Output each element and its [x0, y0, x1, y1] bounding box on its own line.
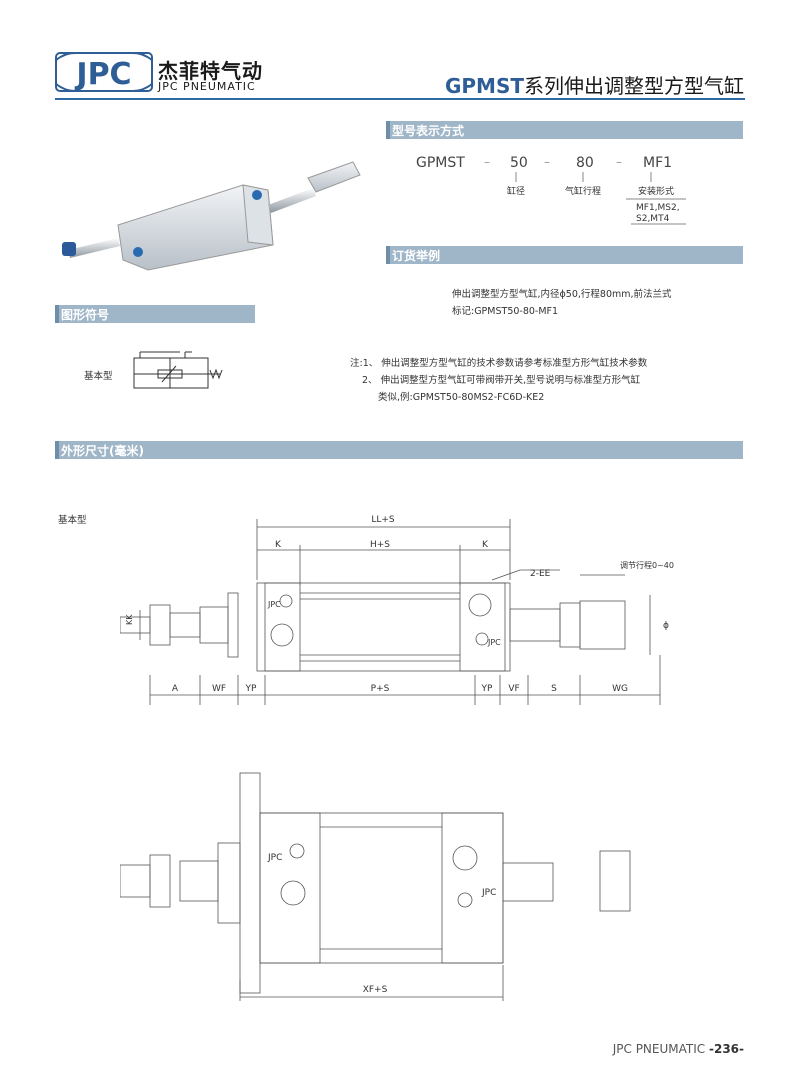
stamp-jpc-bottom-right: JPC: [481, 888, 496, 898]
order-line-1: 伸出调整型方型气缸,内径ϕ50,行程80mm,前法兰式: [452, 289, 672, 300]
order-line-2: 标记:GPMST50-80-MF1: [452, 306, 559, 317]
note-line-1: 注:1、 伸出调整型方型气缸的技术参数请参考标准型方形气缸技术参数: [350, 358, 648, 369]
svg-text:JPC: JPC: [74, 57, 131, 92]
label-bore: 缸径: [507, 185, 525, 197]
page-footer: JPC PNEUMATIC -236-: [613, 1042, 744, 1056]
model-notation-diagram: GPMST – 50 – 80 – MF1 缸径 气缸行程 安装形式 MF1,M…: [416, 155, 686, 225]
label-stroke: 气缸行程: [565, 185, 601, 197]
dim-phi: ϕ: [663, 621, 669, 631]
notation-series: GPMST: [416, 155, 465, 171]
dimensions-basic-label: 基本型: [58, 515, 87, 526]
mount-options-2: S2,MT4: [636, 214, 670, 224]
dim-S: S: [551, 684, 557, 694]
brand-name-en: JPC PNEUMATIC: [158, 80, 256, 93]
jpc-logo: JPC: [55, 52, 153, 92]
section-bar-model: 型号表示方式: [386, 121, 743, 139]
dim-YP-left: YP: [245, 684, 257, 694]
notation-mount: MF1: [643, 155, 672, 171]
stamp-jpc-right: JPC: [487, 638, 501, 647]
svg-text:–: –: [544, 155, 550, 169]
dim-K-left: K: [275, 540, 282, 550]
svg-text:–: –: [616, 155, 622, 169]
section-bar-dimensions: 外形尺寸(毫米): [55, 441, 743, 459]
dim-XF: XF+S: [363, 985, 388, 995]
page-title: GPMST系列伸出调整型方型气缸: [445, 70, 744, 99]
dim-KK: KK: [125, 614, 134, 625]
brand-name-cn: 杰菲特气动: [158, 59, 263, 83]
order-example-text: 伸出调整型方型气缸,内径ϕ50,行程80mm,前法兰式 标记:GPMST50-8…: [452, 286, 672, 320]
dim-WF: WF: [212, 684, 226, 694]
label-mount: 安装形式: [638, 185, 674, 197]
note-line-2: 2、 伸出调整型方型气缸可带阀带开关,型号说明与标准型方形气缸: [362, 375, 641, 386]
dim-LL: LL+S: [371, 515, 395, 525]
footer-brand: JPC PNEUMATIC: [612, 1042, 706, 1056]
section-bar-symbol: 图形符号: [55, 305, 255, 323]
stamp-jpc-left: JPC: [267, 600, 281, 609]
drawing-side-view: LL+S K H+S K 2-EE 调节行程0~40 KK ϕ A WF YP …: [120, 515, 674, 705]
notation-bore: 50: [510, 155, 528, 171]
drawing-flange-view: XF+S JPC JPC: [120, 772, 631, 1001]
dim-A: A: [172, 684, 179, 694]
dim-VF: VF: [508, 684, 519, 694]
section-bar-order: 订货举例: [386, 246, 743, 264]
dim-P: P+S: [371, 684, 390, 694]
dim-EE: 2-EE: [530, 569, 551, 579]
symbol-basic-label: 基本型: [84, 371, 113, 382]
dim-K-right: K: [482, 540, 489, 550]
dim-YP-right: YP: [481, 684, 493, 694]
product-photo: [58, 150, 378, 275]
title-description: 系列伸出调整型方型气缸: [524, 74, 744, 98]
pneumatic-symbol: [133, 351, 223, 389]
stamp-jpc-bottom-left: JPC: [267, 853, 282, 863]
notes: 注:1、 伸出调整型方型气缸的技术参数请参考标准型方形气缸技术参数 2、 伸出调…: [350, 355, 647, 406]
dim-adjust: 调节行程0~40: [620, 560, 674, 570]
svg-text:–: –: [484, 155, 490, 169]
title-series: GPMST: [444, 74, 524, 98]
dim-H: H+S: [370, 540, 390, 550]
note-line-3: 类似,例:GPMST50-80MS2-FC6D-KE2: [378, 392, 545, 403]
title-underline: [55, 98, 745, 100]
page-number: -236-: [708, 1042, 744, 1056]
dim-WG: WG: [612, 684, 628, 694]
notation-stroke: 80: [576, 155, 594, 171]
mount-options-1: MF1,MS2,: [636, 203, 680, 213]
